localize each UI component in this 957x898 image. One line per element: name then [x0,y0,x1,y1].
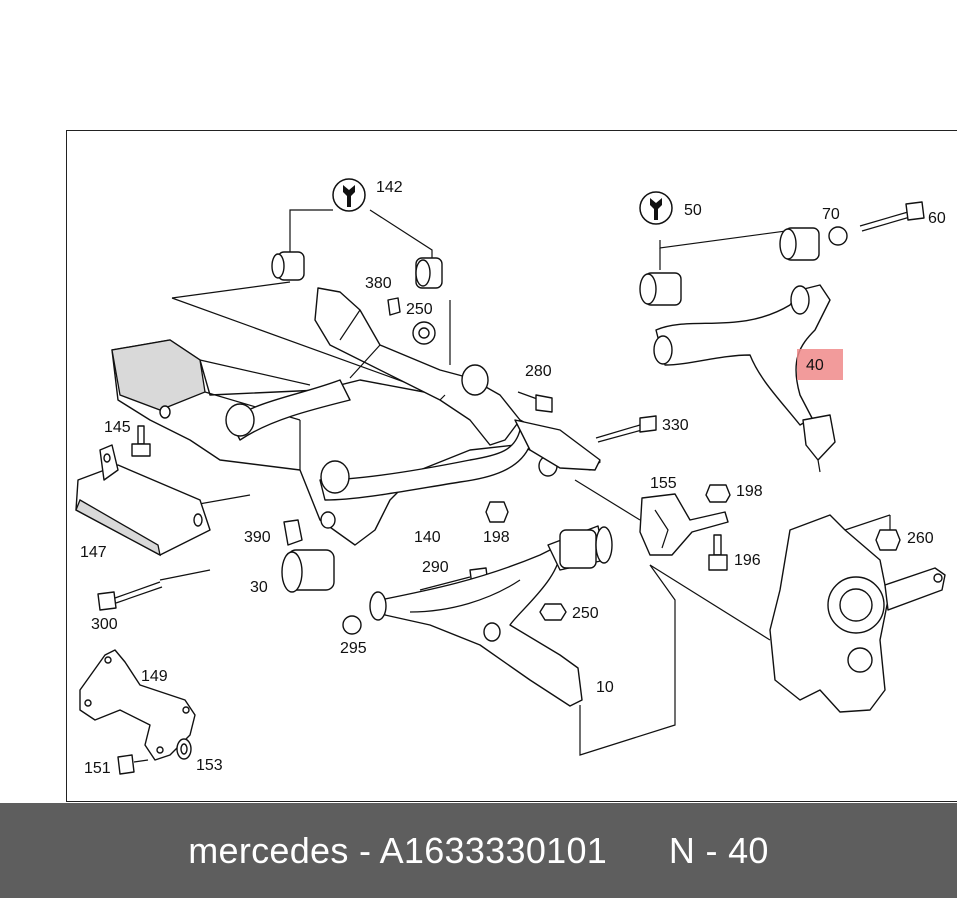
label-153: 153 [196,757,223,774]
nut-198-lower [485,501,509,523]
wrench-icon [332,178,366,212]
bolt-280 [517,391,553,413]
leader-lines [159,209,891,756]
diagram-frame [66,130,957,802]
label-142: 142 [376,179,403,196]
nut-295 [342,615,362,635]
label-280: 280 [525,363,552,380]
bushing-390 [283,519,303,546]
bracket-155 [639,493,729,556]
callout-labels: 142 50 70 60 380 250 280 40 145 330 155 … [80,179,946,777]
nut-250-lower [539,603,567,621]
subframe-140 [111,287,601,546]
label-40: 40 [806,357,824,374]
clip-380 [387,297,401,316]
washer-153 [176,738,192,760]
bolt-330 [595,415,657,443]
bushing-142-right [415,257,443,289]
label-145: 145 [104,419,131,436]
label-300: 300 [91,616,118,633]
label-70: 70 [822,206,840,223]
label-250-upper: 250 [406,301,433,318]
nut-260 [875,529,901,551]
label-250-lower: 250 [572,605,599,622]
label-380: 380 [365,275,392,292]
upper-control-arm-40 [639,201,925,473]
footer-bar: mercedes - A1633330101 N - 40 [0,803,957,898]
label-151: 151 [84,760,111,777]
label-155: 155 [650,475,677,492]
label-149: 149 [141,668,168,685]
bolt-300 [97,581,163,611]
steering-knuckle [769,514,946,713]
label-295: 295 [340,640,367,657]
part-number-caption: mercedes - A1633330101 N - 40 [0,803,957,898]
lower-control-arm-10 [369,525,613,707]
label-50: 50 [684,202,702,219]
label-196: 196 [734,552,761,569]
label-198-upper: 198 [736,483,763,500]
label-260: 260 [907,530,934,547]
label-330: 330 [662,417,689,434]
bracket-147 [75,444,211,557]
bolt-196 [708,534,728,571]
label-198-lower: 198 [483,529,510,546]
label-30: 30 [250,579,268,596]
bushing-30 [281,549,335,593]
nut-250 [412,321,436,345]
part-number-text: mercedes - A1633330101 N - 40 [188,829,769,871]
label-290: 290 [422,559,449,576]
label-147: 147 [80,544,107,561]
label-60: 60 [928,210,946,227]
bushing-142-left [271,251,305,281]
nut-198-upper [705,484,731,503]
label-390: 390 [244,529,271,546]
label-140: 140 [414,529,441,546]
highlight-part-40 [797,349,843,380]
wrench-icon [639,191,673,225]
bolt-145 [131,425,151,457]
bolt-151 [117,754,149,775]
label-10: 10 [596,679,614,696]
parts-diagram: 142 50 70 60 380 250 280 40 145 330 155 … [75,178,946,777]
